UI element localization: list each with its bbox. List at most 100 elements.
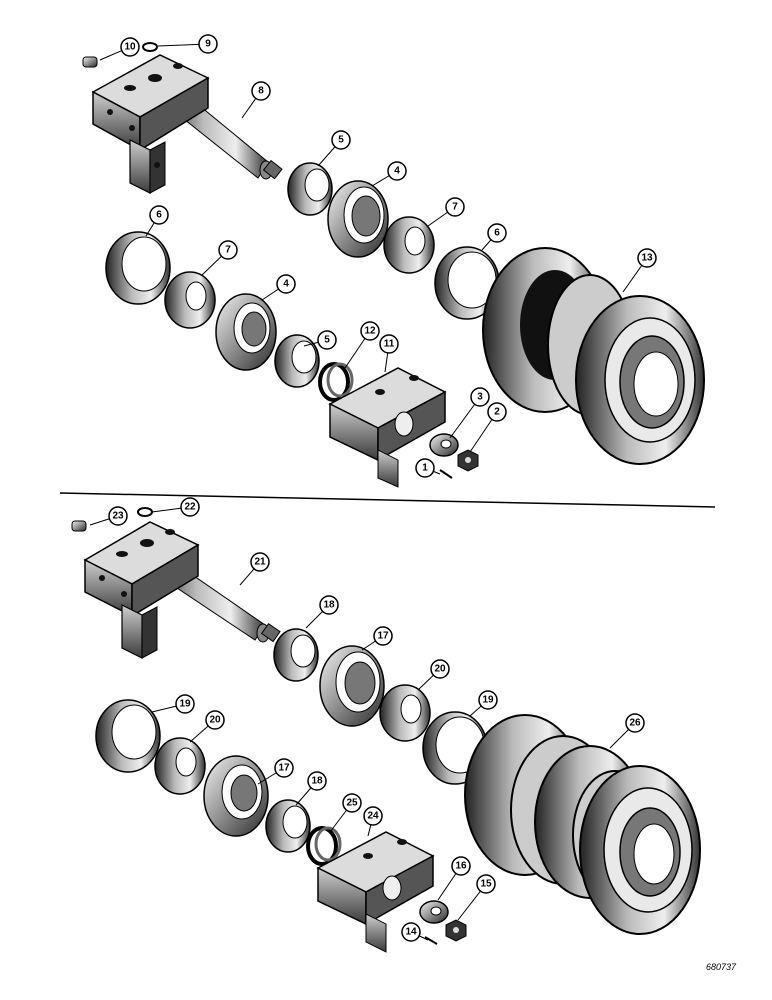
- callout-label: 13: [641, 253, 653, 264]
- tapered-bearing-part: [383, 216, 435, 274]
- callout-bubble: [363, 806, 383, 826]
- callout-6: 6: [145, 205, 169, 237]
- callout-5: 5: [303, 330, 337, 350]
- cotter-pin-part: [439, 469, 453, 479]
- callout-label: 6: [494, 228, 500, 239]
- callout-bubble: [487, 223, 507, 243]
- callout-bubble: [487, 402, 507, 422]
- bearing-sleeve-part: [265, 799, 311, 853]
- callout-bubble: [476, 874, 496, 894]
- o-ring-part: [306, 826, 342, 866]
- callout-label: 7: [225, 245, 231, 256]
- callout-label: 23: [112, 511, 124, 522]
- callout-bubble: [373, 626, 393, 646]
- callout-bubble: [317, 330, 337, 350]
- callout-bubble: [149, 205, 169, 225]
- bracket-shaft-part: [83, 521, 281, 659]
- callout-bubble: [451, 856, 471, 876]
- callout-label: 21: [254, 557, 266, 568]
- callout-bubble: [470, 387, 490, 407]
- callout-bubble: [251, 81, 271, 101]
- callout-19: 19: [469, 690, 498, 717]
- track-roller-part: [482, 247, 705, 465]
- callout-24: 24: [363, 806, 383, 837]
- callout-15: 15: [457, 874, 496, 921]
- callout-12: 12: [344, 321, 380, 369]
- callout-label: 17: [377, 631, 389, 642]
- thrust-washer-part: [429, 433, 459, 457]
- catalog-number: 680737: [706, 962, 737, 972]
- seal-ring-part: [203, 755, 269, 837]
- set-screw-part: [71, 520, 87, 532]
- callout-11: 11: [379, 334, 399, 373]
- callout-21: 21: [239, 552, 270, 586]
- castle-nut-part: [445, 919, 467, 942]
- callout-label: 10: [124, 42, 136, 53]
- callout-13: 13: [622, 248, 657, 293]
- castle-nut-part: [457, 449, 479, 472]
- callout-bubble: [342, 793, 362, 813]
- callout-22: 22: [151, 497, 200, 517]
- callout-18: 18: [295, 771, 327, 806]
- callout-bubble: [205, 710, 225, 730]
- callout-7: 7: [201, 240, 238, 276]
- callout-label: 14: [405, 927, 417, 938]
- callout-5: 5: [317, 130, 351, 167]
- callout-bubble: [379, 334, 399, 354]
- cotter-pin-part: [424, 936, 438, 945]
- callout-23: 23: [89, 506, 128, 526]
- callout-17: 17: [257, 758, 294, 785]
- tapered-bearing-part: [154, 737, 206, 795]
- tapered-bearing-part: [379, 684, 431, 742]
- callout-6: 6: [481, 223, 507, 251]
- end-bracket-part: [328, 367, 447, 488]
- callout-label: 19: [482, 695, 494, 706]
- callout-label: 18: [311, 776, 323, 787]
- callout-14: 14: [401, 922, 429, 942]
- callout-1: 1: [415, 458, 441, 478]
- callout-label: 20: [209, 715, 221, 726]
- callout-bubble: [198, 34, 218, 54]
- callout-label: 12: [364, 326, 376, 337]
- callout-3: 3: [449, 387, 490, 439]
- set-screw-part: [82, 56, 98, 68]
- callout-label: 26: [629, 718, 641, 729]
- callout-bubble: [175, 694, 195, 714]
- bracket-shaft-part: [91, 54, 283, 194]
- assembly-upper: [82, 42, 705, 488]
- callout-label: 4: [394, 166, 400, 177]
- callout-label: 4: [283, 279, 289, 290]
- callout-26: 26: [609, 713, 645, 749]
- callout-label: 20: [434, 664, 446, 675]
- bearing-sleeve-part: [273, 628, 319, 682]
- callout-bubble: [637, 248, 657, 268]
- callout-2: 2: [469, 402, 507, 453]
- callout-bubble: [430, 659, 450, 679]
- callout-bubble: [307, 771, 327, 791]
- callout-bubble: [276, 274, 296, 294]
- callout-bubble: [478, 690, 498, 710]
- callout-label: 22: [184, 502, 196, 513]
- callout-label: 15: [480, 879, 492, 890]
- callout-bubble: [120, 37, 140, 57]
- callout-label: 5: [324, 335, 330, 346]
- bearing-cup-part: [105, 231, 171, 305]
- callout-label: 16: [455, 861, 467, 872]
- section-divider: [59, 492, 716, 508]
- bearing-cup-part: [95, 699, 161, 773]
- callout-8: 8: [241, 81, 271, 119]
- callout-bubble: [360, 321, 380, 341]
- callout-9: 9: [157, 34, 218, 54]
- callout-bubble: [401, 922, 421, 942]
- callout-7: 7: [427, 197, 465, 227]
- assembly-lower: [71, 507, 701, 953]
- callout-19: 19: [151, 694, 195, 714]
- tapered-bearing-part: [164, 271, 216, 329]
- seal-ring-part: [319, 645, 385, 727]
- callout-16: 16: [437, 856, 471, 901]
- callout-label: 1: [422, 463, 428, 474]
- callout-25: 25: [329, 793, 362, 833]
- callout-label: 2: [494, 407, 500, 418]
- callout-bubble: [218, 240, 238, 260]
- bearing-sleeve-part: [274, 334, 320, 388]
